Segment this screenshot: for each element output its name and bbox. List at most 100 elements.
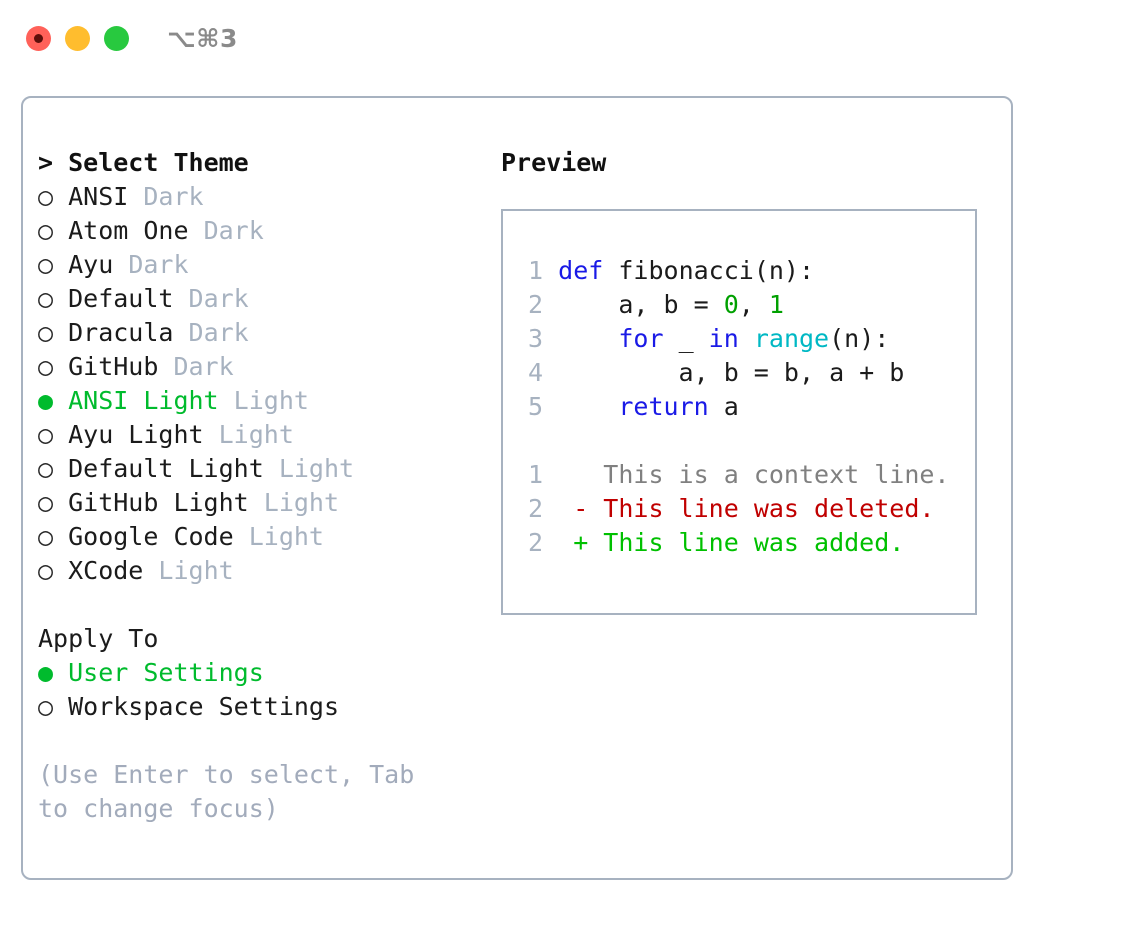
code-line: 4 a, b = b, a + b (513, 356, 971, 390)
zoom-button[interactable] (104, 26, 129, 51)
radio-unselected-icon: ○ (38, 692, 54, 721)
diff-marker: - (543, 494, 589, 523)
theme-option-variant: Light (203, 420, 294, 449)
theme-option-default[interactable]: ○ Default Dark (38, 282, 478, 316)
close-button[interactable] (26, 26, 51, 51)
theme-option-label: Dracula (53, 318, 174, 347)
theme-option-variant: Dark (188, 216, 264, 245)
line-number: 1 (528, 256, 544, 285)
apply-to-option-label: User Settings (53, 658, 264, 687)
theme-list: ○ ANSI Dark○ Atom One Dark○ Ayu Dark○ De… (38, 180, 478, 588)
apply-to-header-label: Apply To (38, 624, 159, 653)
theme-option-variant: Dark (158, 352, 234, 381)
line-number: 5 (528, 392, 544, 421)
radio-unselected-icon: ○ (38, 454, 54, 483)
radio-selected-icon: ● (38, 658, 54, 687)
radio-selected-icon: ● (38, 386, 54, 415)
diff-line: 2 + This line was added. (513, 526, 971, 560)
code-token: def (543, 256, 604, 285)
code-token: a (708, 392, 739, 421)
main-panel: > Select Theme ○ ANSI Dark○ Atom One Dar… (21, 96, 1013, 880)
theme-option-variant: Dark (173, 284, 249, 313)
radio-unselected-icon: ○ (38, 182, 54, 211)
window-title: ⌥⌘3 (167, 24, 238, 53)
line-number: 2 (528, 290, 544, 319)
line-number: 3 (528, 324, 544, 353)
code-token: fibonacci(n): (603, 256, 815, 285)
list-spacer (38, 588, 478, 622)
diff-text: This line was added. (588, 528, 905, 557)
theme-option-label: Ayu (53, 250, 114, 279)
apply-to-option-workspace-settings[interactable]: ○ Workspace Settings (38, 690, 478, 724)
theme-option-google-code[interactable]: ○ Google Code Light (38, 520, 478, 554)
diff-marker (543, 460, 588, 489)
radio-unselected-icon: ○ (38, 352, 54, 381)
theme-option-xcode[interactable]: ○ XCode Light (38, 554, 478, 588)
theme-option-label: XCode (53, 556, 144, 585)
diff-line: 2 - This line was deleted. (513, 492, 971, 526)
line-number: 2 (528, 528, 544, 557)
minimize-button[interactable] (65, 26, 90, 51)
apply-to-option-label: Workspace Settings (53, 692, 340, 721)
theme-option-label: Default Light (53, 454, 264, 483)
theme-option-ansi-light[interactable]: ● ANSI Light Light (38, 384, 478, 418)
theme-option-variant: Dark (128, 182, 204, 211)
theme-option-github-light[interactable]: ○ GitHub Light Light (38, 486, 478, 520)
code-token: _ (663, 324, 709, 353)
theme-option-ayu[interactable]: ○ Ayu Dark (38, 248, 478, 282)
window-controls (26, 26, 129, 51)
theme-option-ayu-light[interactable]: ○ Ayu Light Light (38, 418, 478, 452)
theme-option-label: Ayu Light (53, 420, 204, 449)
diff-text: This is a context line. (588, 460, 950, 489)
code-token: 1 (768, 290, 784, 319)
keyboard-hint: (Use Enter to select, Tab to change focu… (38, 760, 415, 823)
radio-unselected-icon: ○ (38, 420, 54, 449)
title-bar: ⌥⌘3 (0, 0, 1140, 78)
theme-option-label: Default (53, 284, 174, 313)
line-number: 4 (528, 358, 544, 387)
theme-option-label: GitHub Light (53, 488, 249, 517)
radio-unselected-icon: ○ (38, 250, 54, 279)
diff-text: This line was deleted. (588, 494, 935, 523)
code-line: 2 a, b = 0, 1 (513, 288, 971, 322)
theme-option-variant: Light (143, 556, 234, 585)
theme-option-label: Atom One (53, 216, 189, 245)
theme-option-variant: Light (218, 386, 309, 415)
theme-option-variant: Dark (173, 318, 249, 347)
theme-option-ansi[interactable]: ○ ANSI Dark (38, 180, 478, 214)
theme-option-label: Google Code (53, 522, 234, 551)
code-token (739, 324, 754, 353)
code-token: 0 (723, 290, 739, 319)
theme-option-dracula[interactable]: ○ Dracula Dark (38, 316, 478, 350)
code-line: 5 return a (513, 390, 971, 424)
code-token: return (618, 392, 709, 421)
diff-line: 1 This is a context line. (513, 458, 971, 492)
code-token: , (738, 290, 769, 319)
select-theme-header: > Select Theme (38, 148, 249, 177)
preview-column: Preview 1 def fibonacci(n): 2 a, b = 0, 1… (501, 146, 1001, 615)
radio-unselected-icon: ○ (38, 488, 54, 517)
radio-unselected-icon: ○ (38, 284, 54, 313)
code-token: a, b = b, a + b (543, 358, 905, 387)
diff-marker: + (543, 528, 589, 557)
code-diff-gap (513, 424, 971, 458)
radio-unselected-icon: ○ (38, 522, 54, 551)
theme-option-label: ANSI (53, 182, 129, 211)
theme-selector-column: > Select Theme ○ ANSI Dark○ Atom One Dar… (38, 146, 478, 826)
theme-option-variant: Light (233, 522, 324, 551)
code-line: 3 for _ in range(n): (513, 322, 971, 356)
code-token: for (618, 324, 664, 353)
theme-option-variant: Dark (113, 250, 189, 279)
theme-option-label: ANSI Light (53, 386, 219, 415)
theme-option-github[interactable]: ○ GitHub Dark (38, 350, 478, 384)
preview-title: Preview (501, 148, 607, 177)
radio-unselected-icon: ○ (38, 216, 54, 245)
theme-option-default-light[interactable]: ○ Default Light Light (38, 452, 478, 486)
theme-option-variant: Light (263, 454, 355, 483)
code-token (543, 324, 618, 353)
apply-to-option-user-settings[interactable]: ● User Settings (38, 656, 478, 690)
theme-option-atom-one[interactable]: ○ Atom One Dark (38, 214, 478, 248)
theme-option-variant: Light (248, 488, 340, 517)
